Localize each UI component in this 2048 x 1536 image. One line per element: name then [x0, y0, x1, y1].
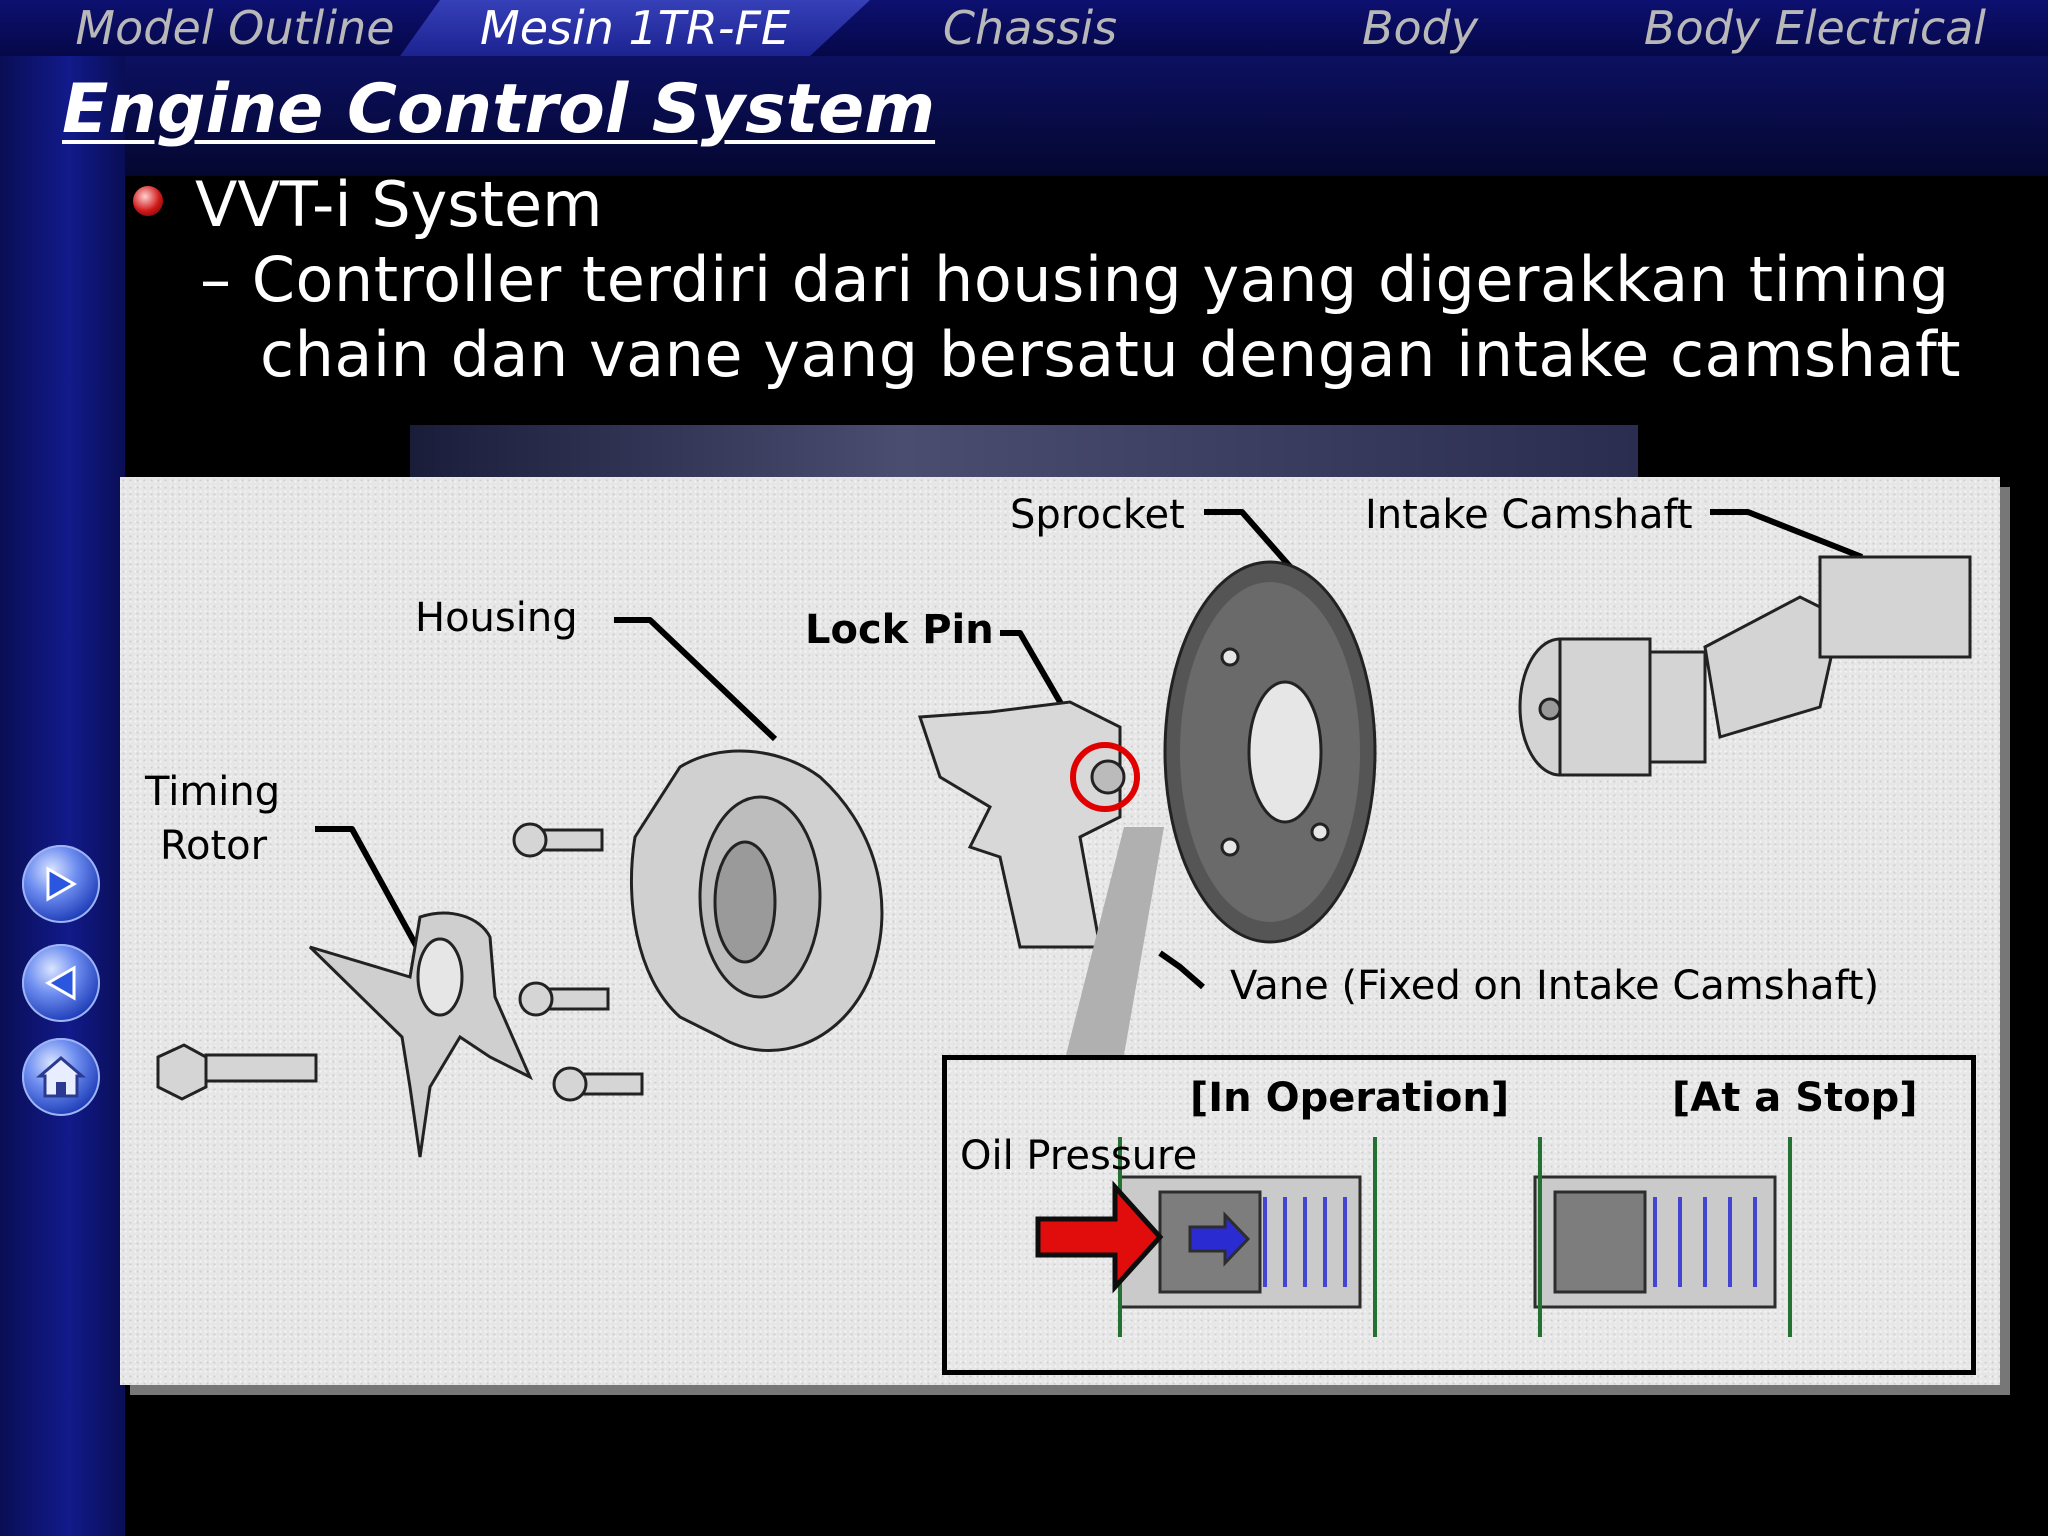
home-icon [35, 1056, 87, 1098]
label-timing-rotor-line1: Timing [145, 769, 281, 815]
lock-pin-at-stop-diagram [1533, 1137, 1792, 1337]
top-navigation-bar: Model Outline Mesin 1TR-FE Chassis Body … [0, 0, 2048, 56]
sub-bullet-line-1: – Controller terdiri dari housing yang d… [200, 243, 1950, 316]
label-sprocket: Sprocket [1010, 492, 1185, 538]
vvti-exploded-diagram: Sprocket Intake Camshaft Housing Lock Pi… [120, 477, 2000, 1385]
arrow-right-icon [46, 866, 78, 902]
tab-model-outline[interactable]: Model Outline [75, 1, 395, 55]
lock-pin-in-operation-diagram [1118, 1137, 1377, 1337]
housing-part [630, 749, 884, 1052]
sprocket-part [1163, 560, 1377, 944]
active-tab-background [400, 0, 870, 56]
label-intake-camshaft: Intake Camshaft [1365, 492, 1693, 538]
left-sidebar [0, 56, 125, 1536]
sub-bullet-line-2: chain dan vane yang bersatu dengan intak… [260, 318, 1962, 391]
label-timing-rotor-line2: Rotor [160, 823, 268, 869]
label-vane: Vane (Fixed on Intake Camshaft) [1230, 963, 1880, 1009]
tab-body-electrical[interactable]: Body Electrical [1643, 1, 1987, 55]
next-slide-button[interactable] [22, 845, 100, 923]
label-at-a-stop: [At a Stop] [1672, 1075, 1918, 1121]
label-lock-pin: Lock Pin [805, 607, 994, 653]
label-oil-pressure: Oil Pressure [960, 1133, 1198, 1179]
oil-pressure-arrow [1035, 1180, 1164, 1294]
inset-pointer [1066, 827, 1164, 1055]
tab-chassis[interactable]: Chassis [942, 1, 1118, 55]
home-button[interactable] [22, 1038, 100, 1116]
timing-rotor-leader [315, 826, 421, 951]
diagram-artwork [156, 509, 1972, 1337]
bolts-part [156, 822, 644, 1102]
timing-rotor-part [308, 911, 534, 1158]
intake-camshaft-leader [1710, 509, 1864, 560]
housing-leader [614, 617, 778, 742]
label-housing: Housing [415, 595, 578, 641]
intake-camshaft-part [1518, 555, 1972, 777]
arrow-left-icon [44, 965, 76, 1001]
title-band [0, 56, 2048, 176]
tab-mesin-1tr-fe[interactable]: Mesin 1TR-FE [480, 1, 790, 55]
tab-body[interactable]: Body [1361, 1, 1479, 55]
background-engine-photo [410, 425, 1638, 485]
previous-slide-button[interactable] [22, 944, 100, 1022]
bullet-heading: VVT-i System [195, 168, 603, 241]
lock-pin-operation-inset [942, 1055, 1976, 1375]
vane-leader [1158, 950, 1205, 990]
slide-title: Engine Control System [62, 70, 936, 149]
label-in-operation: [In Operation] [1190, 1075, 1510, 1121]
vane-part [917, 700, 1126, 949]
lock-pin-highlight-circle [1070, 742, 1140, 812]
bullet-icon [133, 186, 163, 216]
